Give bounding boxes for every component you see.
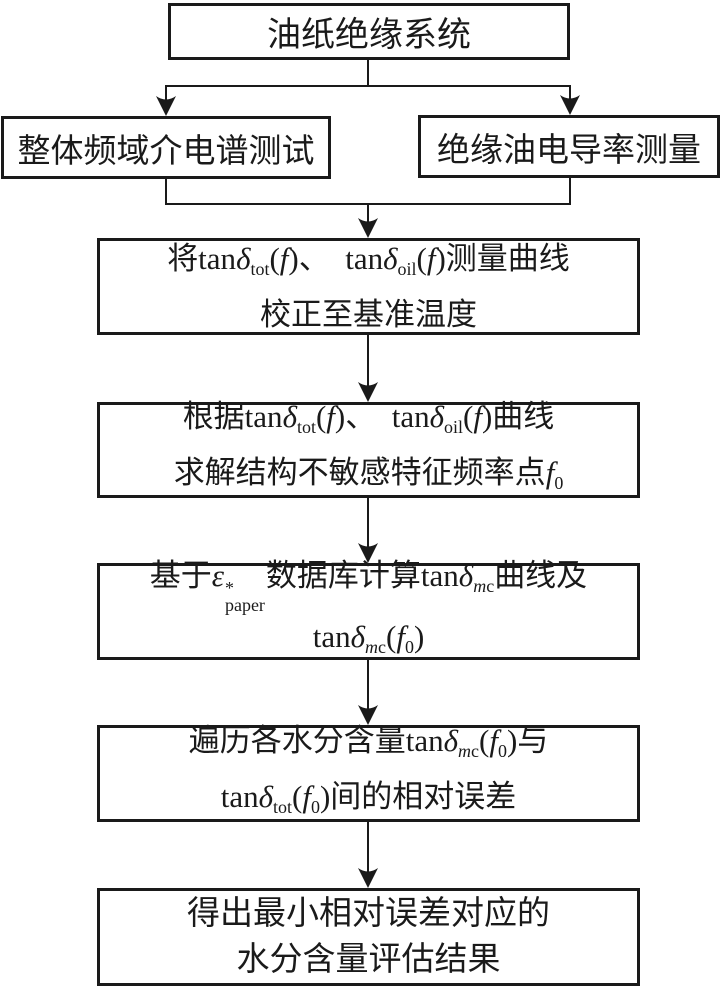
node-label-line2: 校正至基准温度 — [260, 296, 477, 332]
connector-b3-b4 — [367, 335, 369, 387]
node-temperature-correction: 将tanδtot(f)、 tanδoil(f)测量曲线 校正至基准温度 — [97, 238, 640, 335]
node-label: 绝缘油电导率测量 — [437, 132, 701, 169]
arrowhead-to-relative-error — [358, 705, 378, 725]
node-fds-dielectric-spectroscopy-test: 整体频域介电谱测试 — [1, 116, 331, 179]
node-label-line1: 得出最小相对误差对应的 — [187, 896, 550, 932]
node-label-line1: 遍历各水分含量tanδmc(f0)与 — [188, 722, 549, 761]
node-label-line1: 根据tanδtot(f)、 tanδoil(f)曲线 — [182, 399, 555, 437]
connector-b4-b5 — [367, 498, 369, 548]
connector-merge-down — [367, 203, 369, 223]
arrowhead-to-oil-conductivity — [560, 95, 580, 115]
arrowhead-to-characteristic-frequency — [358, 382, 378, 402]
node-label-line1: 将tanδtot(f)、 tanδoil(f)测量曲线 — [167, 241, 570, 279]
arrowhead-to-fds-test — [156, 96, 176, 116]
node-label-line2: tanδtot(f0)间的相对误差 — [220, 778, 517, 817]
node-label-line2: 水分含量评估结果 — [236, 942, 501, 978]
node-label: 整体频域介电谱测试 — [17, 133, 315, 170]
node-moisture-evaluation-result: 得出最小相对误差对应的 水分含量评估结果 — [97, 888, 640, 986]
node-oil-paper-insulation-system: 油纸绝缘系统 — [168, 3, 570, 60]
connector-b5-b6 — [367, 660, 369, 710]
node-label-line2: 求解结构不敏感特征频率点f0 — [173, 455, 564, 493]
node-relative-error-traversal: 遍历各水分含量tanδmc(f0)与 tanδtot(f0)间的相对误差 — [97, 723, 640, 822]
connector-merge-left — [165, 179, 167, 205]
arrowhead-to-temperature-correction — [358, 218, 378, 238]
arrowhead-to-database-calculation — [358, 543, 378, 563]
connector-merge-right — [569, 178, 571, 205]
node-oil-conductivity-measurement: 绝缘油电导率测量 — [418, 115, 720, 178]
connector-branch-horizontal — [165, 85, 571, 87]
connector-branch-left — [165, 85, 167, 100]
node-characteristic-frequency: 根据tanδtot(f)、 tanδoil(f)曲线 求解结构不敏感特征频率点f… — [97, 399, 640, 498]
arrowhead-to-result — [358, 868, 378, 888]
connector-branch-right — [569, 85, 571, 99]
node-label-line2: tanδmc(f0) — [312, 619, 425, 657]
connector-system-down — [367, 60, 369, 87]
node-label: 油纸绝缘系统 — [267, 17, 471, 54]
connector-b6-b7 — [367, 822, 369, 873]
